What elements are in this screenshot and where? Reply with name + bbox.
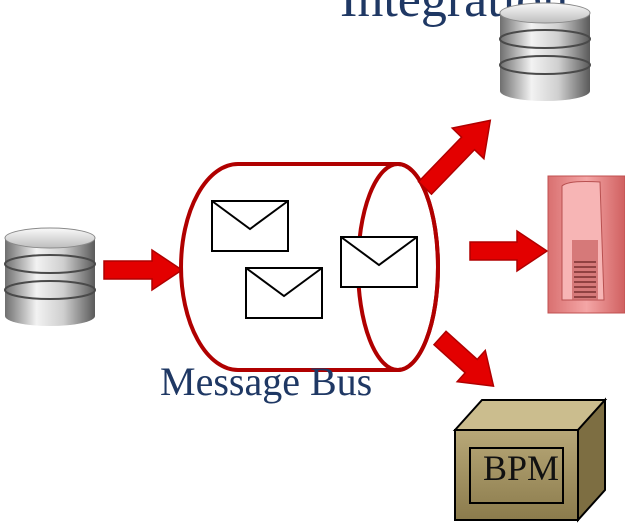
message-envelope-icon <box>211 200 289 252</box>
arrow-to-bpm <box>432 330 495 388</box>
bpm-box-icon <box>452 397 608 523</box>
arrow-to-device <box>469 229 549 273</box>
message-envelope-icon <box>245 267 323 319</box>
bpm-label: BPM <box>482 448 560 488</box>
source-database-icon <box>4 227 96 327</box>
arrow-into-bus <box>103 248 184 292</box>
message-envelope-icon <box>340 236 418 288</box>
message-bus-label: Message Bus <box>160 359 373 404</box>
device-icon <box>547 175 625 314</box>
target-database-icon <box>499 2 591 102</box>
arrow-to-database <box>417 119 492 196</box>
